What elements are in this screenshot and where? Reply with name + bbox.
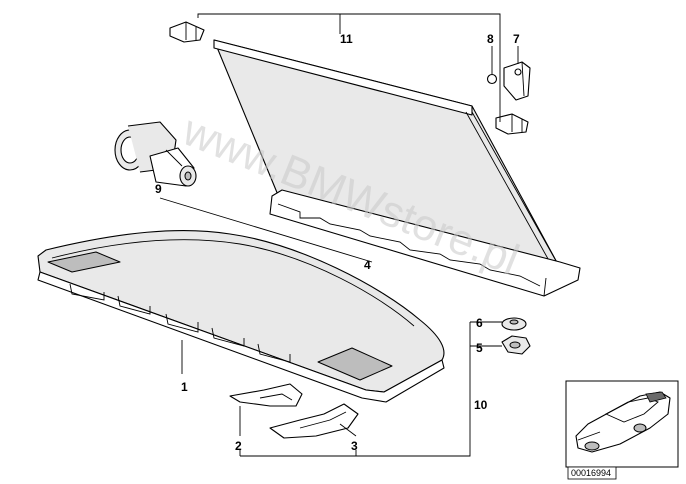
clip-right: [495, 113, 529, 135]
callout-2: 2: [235, 439, 242, 453]
callout-3: 3: [351, 439, 358, 453]
callout-11: 11: [340, 32, 353, 46]
nut-5: [501, 335, 531, 355]
callout-5: 5: [476, 341, 483, 355]
callout-6: 6: [476, 316, 483, 330]
part-number-label: 00016994: [571, 468, 611, 478]
washer-6: [501, 317, 527, 331]
callout-1: 1: [181, 380, 188, 394]
leader-lines: [159, 13, 519, 457]
callout-4: 4: [364, 258, 371, 272]
roller-blind-assembly: [213, 39, 581, 297]
callout-10: 10: [474, 398, 488, 412]
callout-labels: 1 2 3 4 5 6 7 8 9 10 11: [155, 32, 520, 453]
rear-shelf: [37, 229, 445, 403]
callout-7: 7: [513, 32, 520, 46]
drive-motor: [114, 121, 197, 187]
support-bracket-3: [269, 403, 359, 439]
support-bracket-2: [229, 383, 303, 407]
car-thumbnail: 00016994: [565, 380, 679, 480]
callout-9: 9: [155, 182, 162, 196]
bracket-7: [503, 61, 531, 101]
car-icon: [575, 391, 671, 453]
callout-8: 8: [487, 32, 494, 46]
pin-8: [486, 73, 498, 85]
clip-left: [169, 21, 205, 43]
